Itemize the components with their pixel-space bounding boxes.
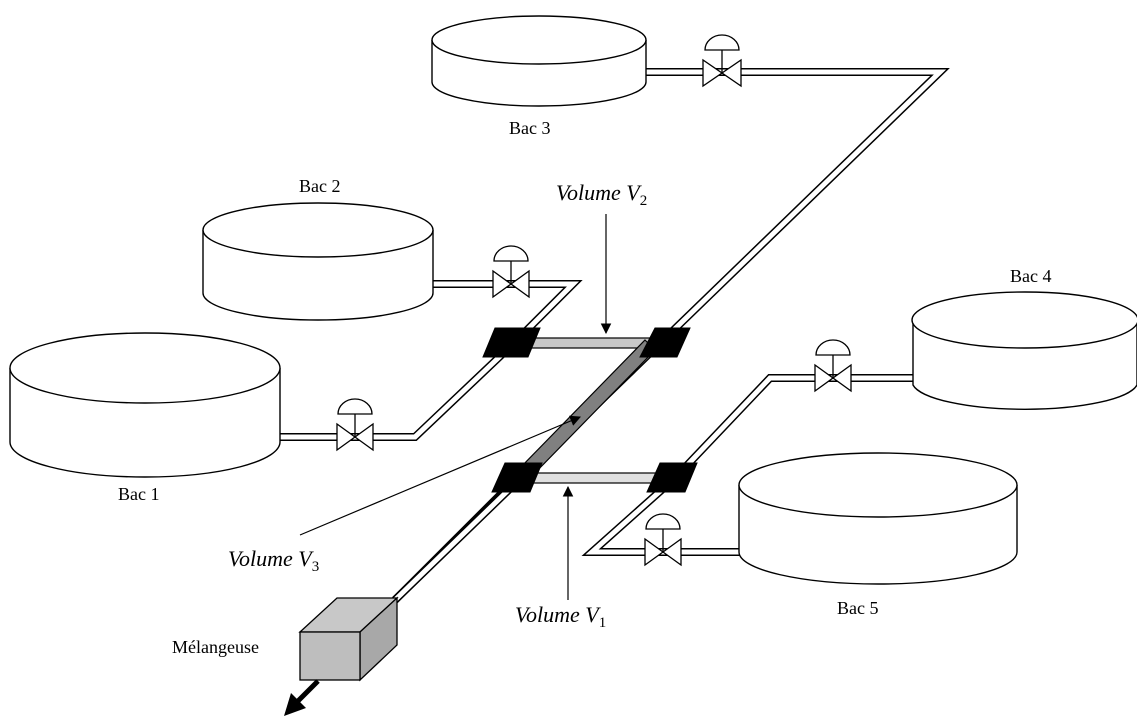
label-bac5: Bac 5 <box>837 598 878 618</box>
pipe-bac1 <box>280 341 516 441</box>
mixer-box <box>298 596 399 682</box>
pressure-actuator-icon <box>493 245 529 262</box>
tank-bac2 <box>202 202 434 321</box>
volume-v2-sub: 2 <box>640 193 648 209</box>
flanges <box>482 327 698 493</box>
svg-text:Volume V1: Volume V1 <box>515 602 606 631</box>
tank-bac4 <box>911 291 1137 410</box>
valve-bac5 <box>644 513 682 567</box>
label-volume-v1: Volume V1 <box>515 602 606 631</box>
pressure-actuator-icon <box>645 513 681 530</box>
valve-bac4 <box>814 339 852 393</box>
pressure-actuator-icon <box>337 398 373 415</box>
tank-bac5 <box>738 452 1018 585</box>
tank-bac1 <box>9 332 281 478</box>
label-mixer: Mélangeuse <box>172 637 259 657</box>
volume-v1-sub: 1 <box>599 615 607 631</box>
label-bac1: Bac 1 <box>118 484 159 504</box>
label-bac3: Bac 3 <box>509 118 550 138</box>
valve-bac3 <box>702 34 742 88</box>
flange-lower-right <box>646 462 698 493</box>
svg-text:Volume V2: Volume V2 <box>556 180 647 209</box>
v3-leader-arrow <box>299 415 581 536</box>
volume-v3-segment <box>519 339 656 479</box>
outlet-arrow-icon <box>284 679 320 716</box>
volume-v2-segment <box>524 337 651 349</box>
flange-upper-right <box>639 327 691 358</box>
flange-upper-left <box>482 327 541 358</box>
volume-v2-text: Volume V <box>556 180 642 205</box>
valve-bac2 <box>492 245 530 299</box>
svg-text:Volume V3: Volume V3 <box>228 546 319 575</box>
tank-bac3 <box>431 15 647 107</box>
volume-v3-text: Volume V <box>228 546 314 571</box>
label-bac4: Bac 4 <box>1010 266 1051 286</box>
label-bac2: Bac 2 <box>299 176 340 196</box>
pressure-actuator-icon <box>704 34 740 51</box>
volume-v1-text: Volume V <box>515 602 601 627</box>
flange-lower-left <box>491 462 543 493</box>
label-volume-v3: Volume V3 <box>228 546 319 575</box>
label-volume-v2: Volume V2 <box>556 180 647 209</box>
pressure-actuator-icon <box>815 339 851 356</box>
valve-bac1 <box>336 398 374 452</box>
volume-v1-segment <box>529 472 661 484</box>
volume-v3-sub: 3 <box>312 559 320 575</box>
